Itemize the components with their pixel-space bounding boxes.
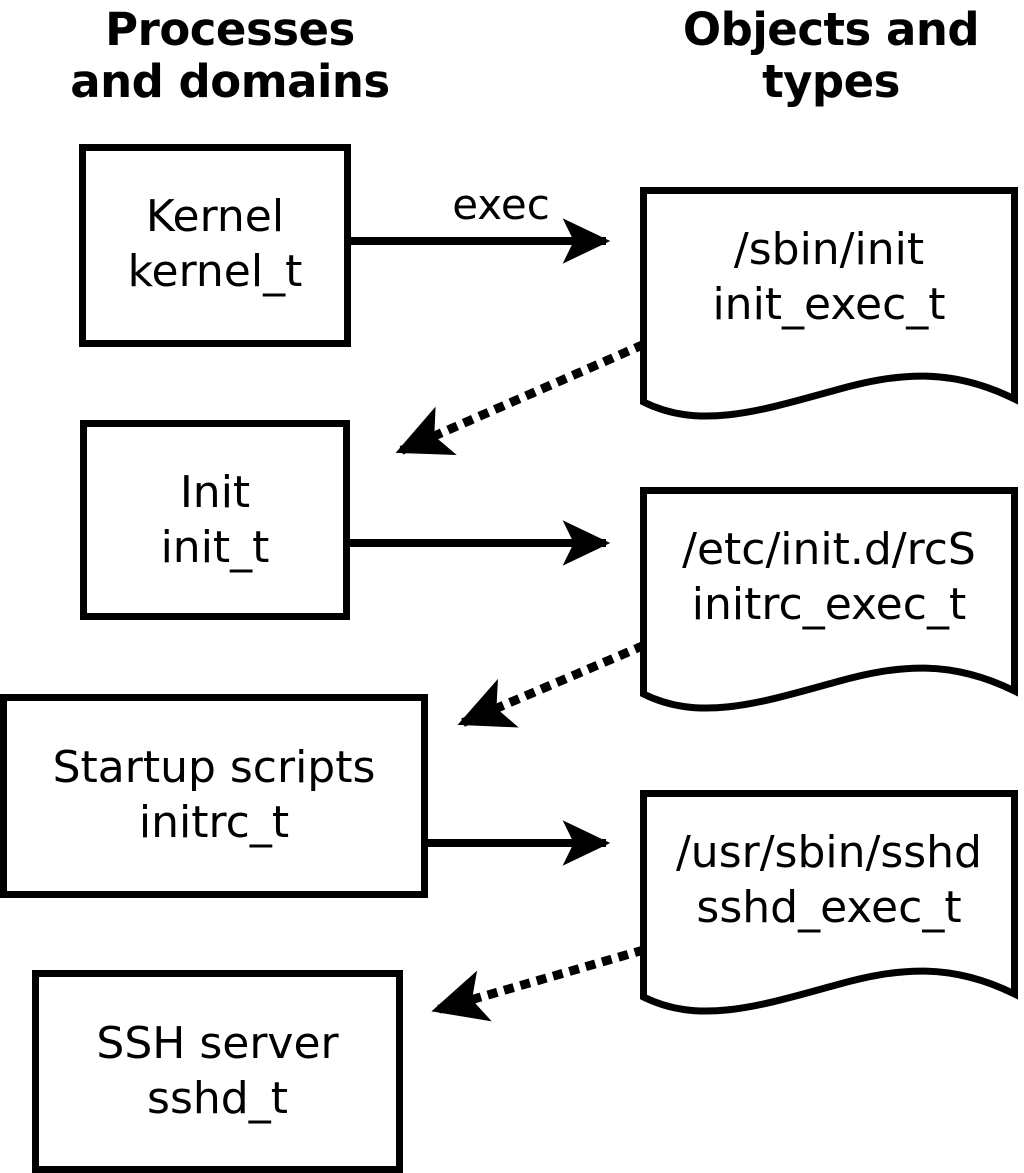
- node-box-kernel[interactable]: [79, 144, 351, 347]
- node-doc-sshd-exec[interactable]: [640, 790, 1018, 1015]
- edge-init-exec-to-init: [394, 340, 646, 457]
- edge-initrc-exec-to-initrc: [456, 641, 646, 729]
- edge-sshd-exec-to-sshd: [430, 945, 646, 1022]
- column-heading-objects: Objects and types: [682, 3, 980, 108]
- node-doc-initrc-exec[interactable]: [640, 487, 1018, 712]
- node-box-init[interactable]: [80, 420, 350, 620]
- node-box-initrc[interactable]: [0, 694, 428, 898]
- column-heading-processes: Processes and domains: [70, 3, 390, 108]
- node-doc-init-exec[interactable]: [640, 187, 1018, 420]
- edge-label-exec: exec: [452, 180, 550, 229]
- node-box-sshd[interactable]: [32, 970, 403, 1173]
